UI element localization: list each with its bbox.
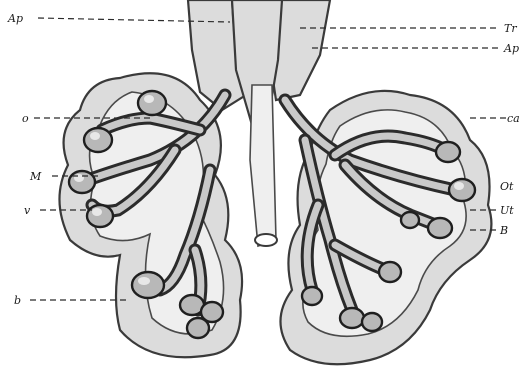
label-top-right-2: Ap [503,42,519,55]
label-right-3: Ut [500,204,514,217]
label-right-2: Ot [500,180,514,193]
label-left-m: M [29,170,42,183]
label-left-v: v [24,204,31,217]
label-top-right-1: Tr [504,22,517,35]
oesophagus-end [255,234,277,246]
label-top-left: Ap [7,12,23,25]
label-left-b: b [14,294,21,307]
label-right-1: ca [507,112,520,125]
oesophagus-tube [250,85,276,246]
label-left-o: o [22,112,29,125]
label-right-4: B [499,224,508,237]
